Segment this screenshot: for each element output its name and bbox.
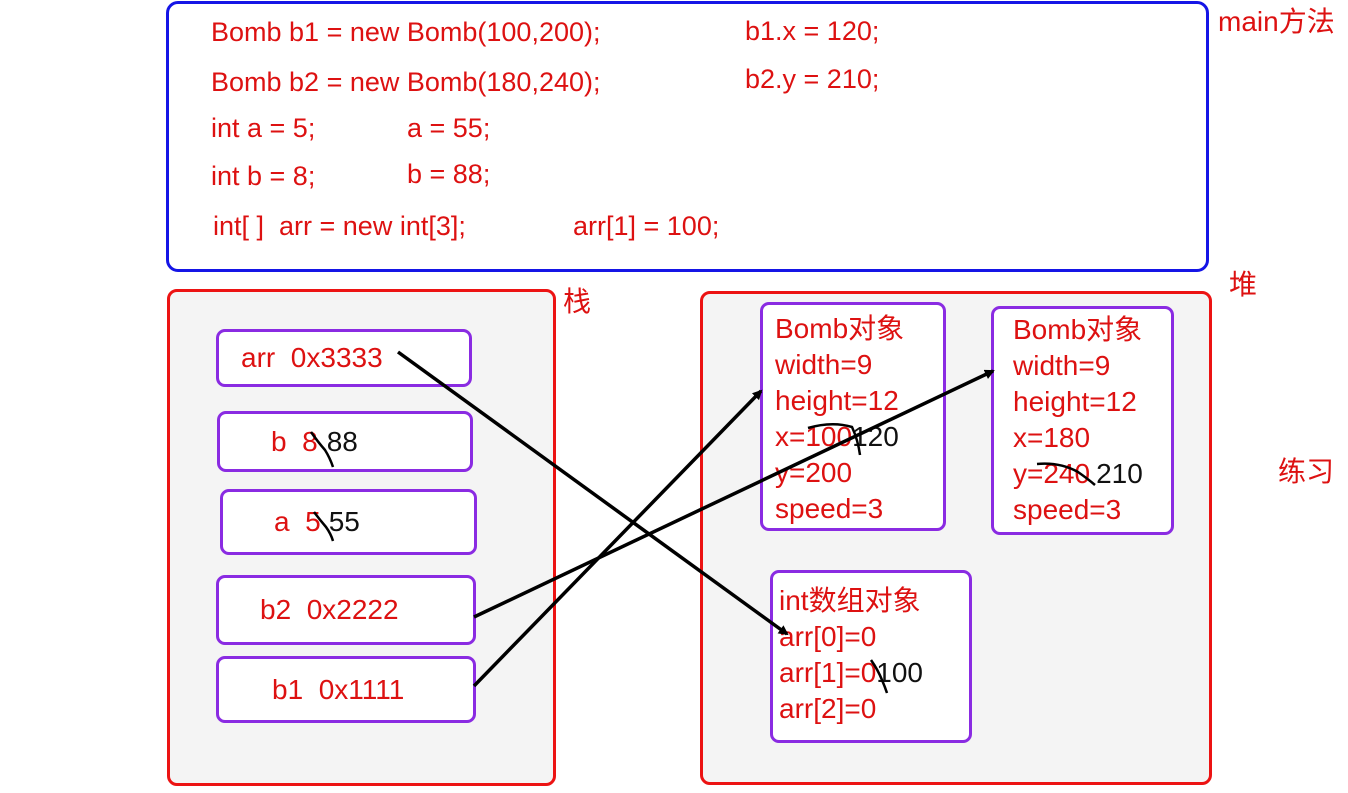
array-element-2: arr[2]=0 — [779, 693, 877, 724]
var-name: b2 — [260, 594, 292, 625]
array-element-1: arr[1]=0100 — [779, 655, 923, 691]
bomb-object-1-fields: Bomb对象 width=9 height=12 x=100120 y=200 … — [775, 311, 904, 527]
code-line-b2-new: Bomb b2 = new Bomb(180,240); — [211, 67, 601, 97]
field-new-value: 210 — [1096, 458, 1143, 489]
field-width: width=9 — [775, 349, 873, 380]
field-speed: speed=3 — [775, 493, 884, 524]
strike-array-1 — [869, 659, 889, 694]
field-height: height=12 — [1013, 386, 1137, 417]
code-line-array-assign: arr[1] = 100; — [573, 211, 720, 241]
strike-bomb1-x — [807, 423, 862, 456]
object-title: int数组对象 — [779, 585, 921, 616]
stack-var-arr: arr 0x3333 — [216, 329, 472, 387]
field-old-value: arr[1]=0 — [779, 657, 877, 688]
code-line-b1-assign: b1.x = 120; — [745, 16, 880, 46]
var-name: b — [271, 425, 287, 457]
var-name: arr — [241, 342, 276, 373]
var-name: b1 — [272, 673, 304, 705]
code-line-int-array: int[ ] arr = new int[3]; — [213, 211, 466, 241]
heap-label: 堆 — [1229, 269, 1258, 300]
stack-label: 栈 — [563, 286, 592, 317]
stack-var-b1: b1 0x1111 — [216, 656, 476, 723]
strike-b-old — [309, 431, 335, 468]
stack-var-b2: b2 0x2222 — [216, 575, 476, 645]
field-y: y=200 — [775, 457, 853, 488]
field-width: width=9 — [1013, 350, 1111, 381]
var-old-value: 8 — [302, 425, 318, 457]
var-value: 0x3333 — [290, 342, 383, 373]
object-title: Bomb对象 — [1013, 314, 1143, 345]
field-x: x=180 — [1013, 422, 1091, 453]
code-line-int-a: int a = 5; — [211, 113, 316, 143]
code-line-b-assign: b = 88; — [407, 159, 491, 189]
strike-bomb2-y — [1036, 462, 1096, 486]
var-new-value: 88 — [326, 425, 358, 457]
arrow-arr-to-array — [396, 350, 789, 636]
arrow-b2-to-bomb2 — [473, 369, 995, 619]
main-method-label: main方法 — [1218, 6, 1335, 37]
arrow-b1-to-bomb1 — [472, 389, 763, 688]
code-line-a-assign: a = 55; — [407, 113, 491, 143]
var-value: 0x1111 — [318, 673, 405, 705]
heap-int-array-object — [770, 570, 972, 743]
field-speed: speed=3 — [1013, 494, 1122, 525]
practice-label: 练习 — [1278, 456, 1335, 487]
heap-bomb-object-2 — [991, 306, 1174, 535]
heap-bomb-object-1 — [760, 302, 946, 531]
field-height: height=12 — [775, 385, 899, 416]
code-line-b1-new: Bomb b1 = new Bomb(100,200); — [211, 17, 601, 47]
var-name: a — [274, 506, 290, 537]
object-title: Bomb对象 — [775, 313, 905, 344]
main-method-code-box — [166, 1, 1209, 272]
code-line-b2-assign: b2.y = 210; — [745, 64, 880, 94]
array-element-0: arr[0]=0 — [779, 621, 877, 652]
int-array-fields: int数组对象 arr[0]=0 arr[1]=0100 arr[2]=0 — [779, 583, 923, 727]
var-value: 0x2222 — [306, 594, 399, 625]
var-new-value: 55 — [328, 506, 360, 537]
strike-a-old — [313, 511, 335, 542]
code-line-int-b: int b = 8; — [211, 161, 316, 191]
